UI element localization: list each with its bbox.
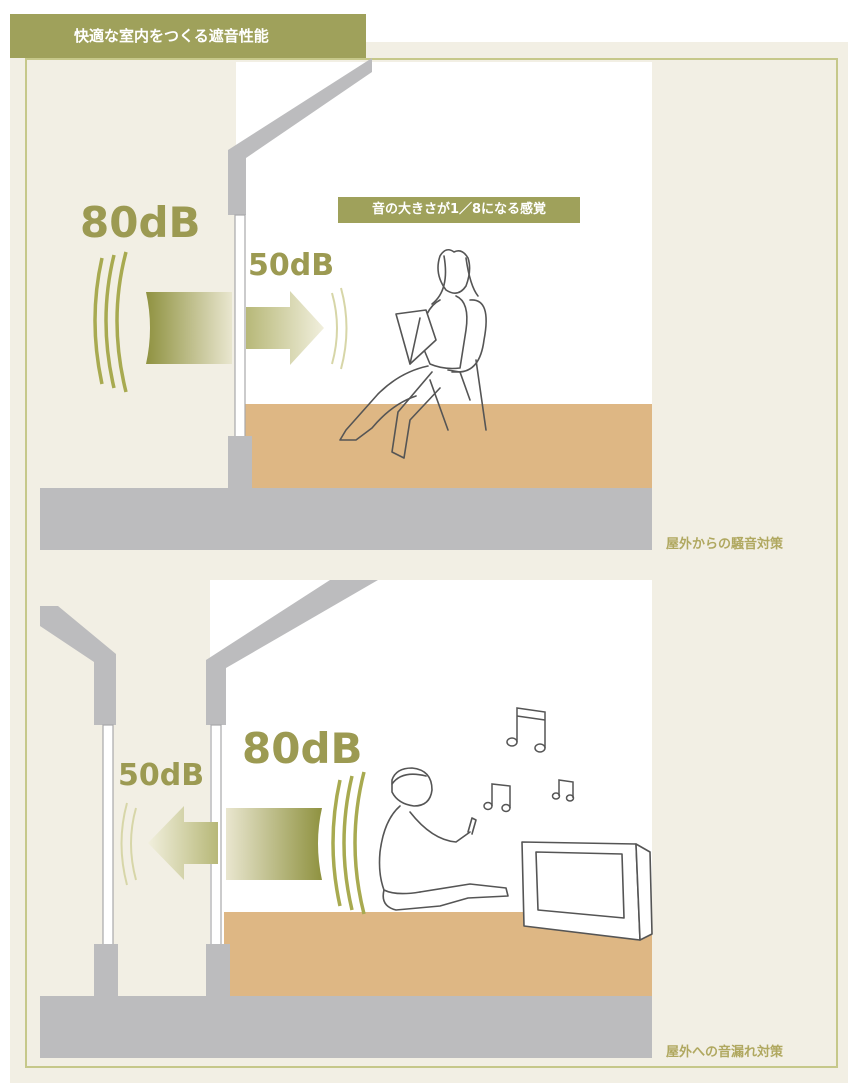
woman-reading-illustration bbox=[339, 248, 487, 459]
top-outside-level: 80dB bbox=[80, 198, 201, 247]
top-arrow-outside bbox=[146, 292, 232, 364]
bottom-ground bbox=[40, 996, 652, 1058]
bottom-sound-wave-icon bbox=[331, 771, 366, 915]
bottom-outside-wave-icon bbox=[120, 802, 137, 886]
header-title: 快適な室内をつくる遮音性能 bbox=[10, 14, 366, 58]
bottom-arrow-inside bbox=[226, 808, 322, 880]
bottom-outside-level: 50dB bbox=[118, 758, 205, 793]
top-sound-wave-icon bbox=[93, 251, 128, 393]
bottom-left-wall-base bbox=[94, 944, 118, 1000]
panel-frame bbox=[25, 58, 838, 1068]
bottom-arrow-left-icon bbox=[148, 806, 218, 880]
bottom-caption: 屋外への音漏れ対策 bbox=[666, 1045, 784, 1060]
top-wall-base bbox=[228, 436, 252, 492]
bottom-outer-window bbox=[102, 724, 114, 946]
bottom-right-roof bbox=[206, 580, 378, 725]
top-inside-level: 50dB bbox=[248, 248, 335, 283]
bottom-right-wall-base bbox=[206, 944, 230, 1000]
top-room bbox=[40, 58, 652, 550]
top-caption: 屋外からの騒音対策 bbox=[666, 537, 784, 552]
top-ground bbox=[40, 488, 652, 550]
top-inside-wave-icon bbox=[331, 287, 348, 370]
bottom-inside-level: 80dB bbox=[242, 724, 363, 773]
television-illustration bbox=[521, 841, 653, 941]
top-arrow-right-icon bbox=[246, 291, 324, 365]
top-roof bbox=[228, 58, 372, 215]
music-note-icon bbox=[483, 707, 575, 813]
top-room-floor bbox=[244, 404, 652, 490]
bottom-left-roof bbox=[40, 606, 116, 725]
top-window bbox=[234, 214, 246, 438]
top-banner: 音の大きさが1／8になる感覚 bbox=[338, 197, 580, 223]
person-listening-illustration bbox=[378, 767, 509, 911]
